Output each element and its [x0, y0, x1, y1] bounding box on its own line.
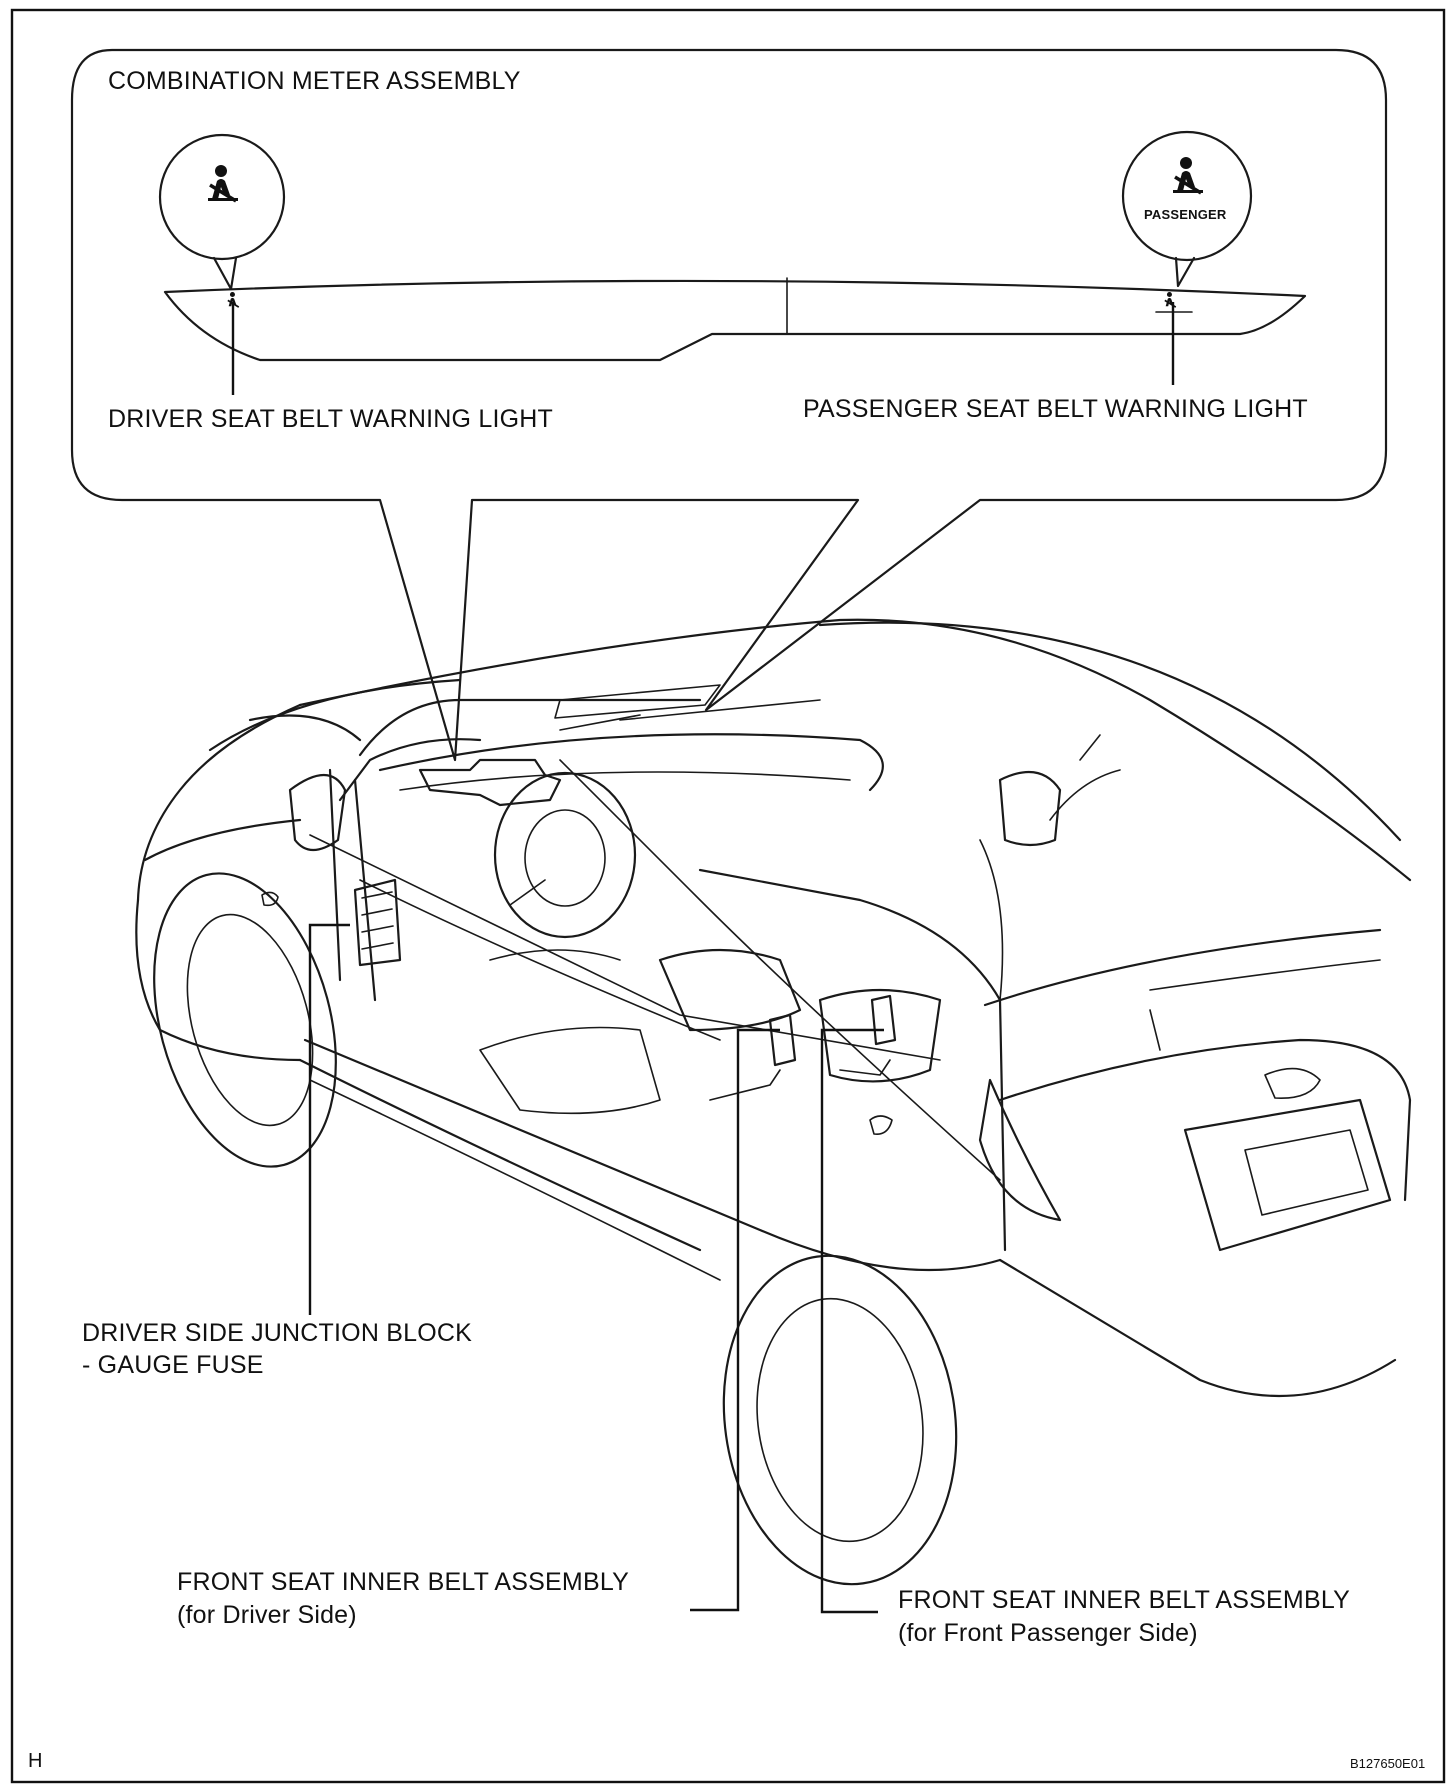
junction-block-leader [308, 923, 350, 1315]
passenger-belt-label: FRONT SEAT INNER BELT ASSEMBLY [898, 1586, 1350, 1614]
meter-callout-balloon [70, 48, 1388, 762]
driver-zoom-pointer [212, 256, 238, 291]
passenger-warning-light-label: PASSENGER SEAT BELT WARNING LIGHT [803, 395, 1308, 423]
passenger-seat-belt-icon [1173, 157, 1203, 195]
passenger-belt-sublabel: (for Front Passenger Side) [898, 1619, 1198, 1647]
section-letter: H [28, 1750, 43, 1772]
driver-belt-leader [690, 1028, 780, 1612]
driver-warning-light-label: DRIVER SEAT BELT WARNING LIGHT [108, 405, 553, 433]
passenger-buckle-shape [870, 994, 897, 1046]
driver-belt-sublabel: (for Driver Side) [177, 1601, 357, 1629]
combination-meter-outline [163, 279, 1307, 362]
passenger-belt-leader [820, 1028, 884, 1614]
driver-zoom-circle [158, 133, 286, 261]
junction-block-sublabel: - GAUGE FUSE [82, 1351, 264, 1379]
driver-buckle-shape [768, 1013, 797, 1067]
driver-belt-label: FRONT SEAT INNER BELT ASSEMBLY [177, 1568, 629, 1596]
figure-code: B127650E01 [1350, 1756, 1426, 1771]
passenger-zoom-pointer [1174, 256, 1196, 288]
combination-meter-label: COMBINATION METER ASSEMBLY [108, 67, 521, 95]
junction-block-label: DRIVER SIDE JUNCTION BLOCK [82, 1319, 472, 1347]
passenger-zoom-circle [1121, 130, 1253, 262]
vehicle-drawing [135, 618, 1412, 1586]
passenger-icon-text: PASSENGER [1144, 207, 1227, 222]
seat-belt-icon [208, 165, 238, 203]
page-frame [10, 8, 1446, 1784]
